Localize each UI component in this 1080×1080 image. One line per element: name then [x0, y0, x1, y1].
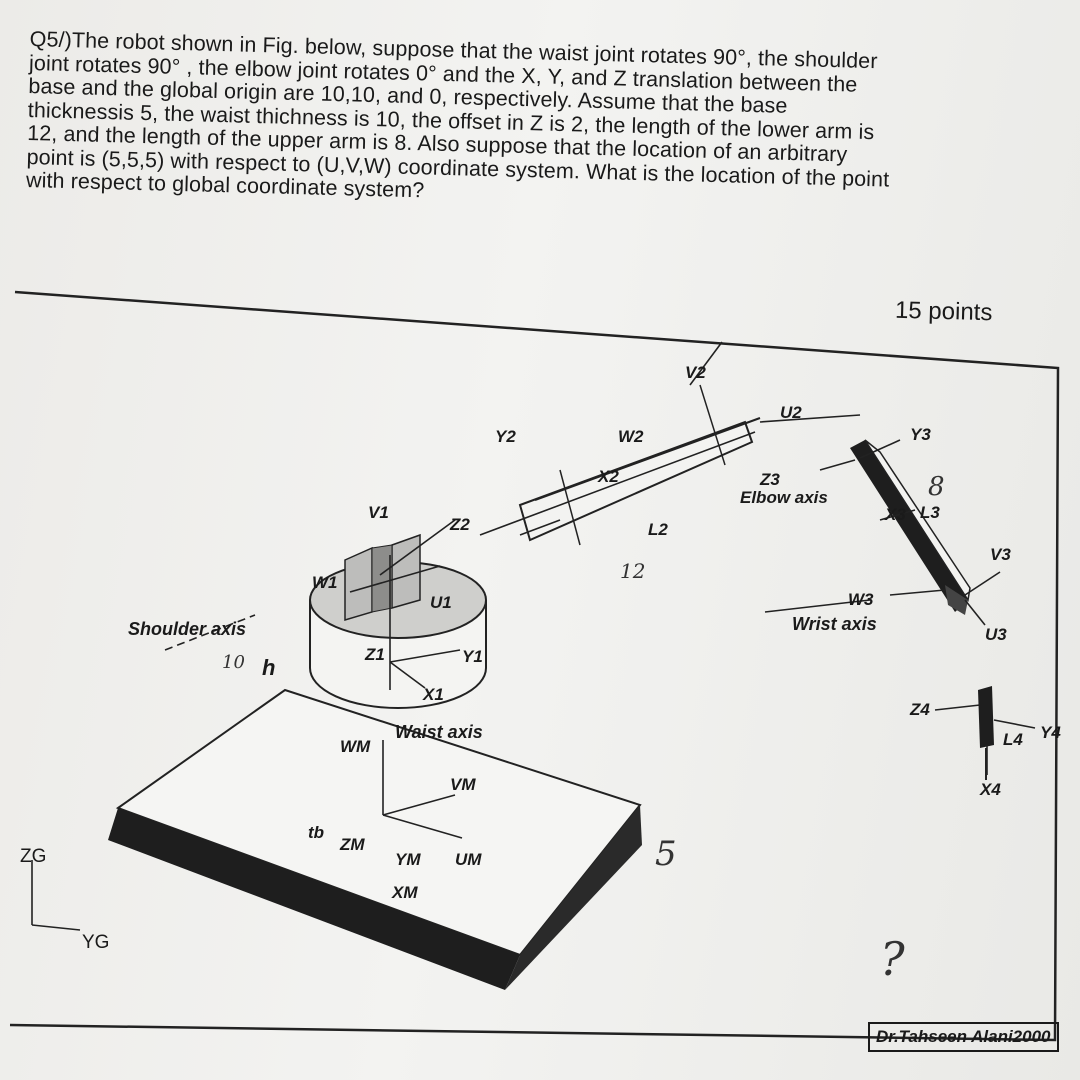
label-vm: VM: [450, 775, 476, 794]
label-um: UM: [455, 850, 482, 869]
label-v3: V3: [990, 545, 1011, 564]
axis-lines: [31, 341, 1036, 931]
handwritten-l2-note: 12: [620, 559, 645, 583]
label-y3: Y3: [910, 425, 931, 444]
label-l2: L2: [648, 520, 668, 539]
label-zm: ZM: [339, 835, 365, 854]
lower-arm: [518, 384, 761, 546]
label-zg: ZG: [20, 846, 46, 867]
label-wrist-axis: Wrist axis: [792, 614, 877, 634]
label-elbow-axis: Elbow axis: [740, 488, 828, 507]
label-xm: XM: [391, 883, 418, 902]
label-y4: Y4: [1040, 723, 1061, 742]
label-shoulder-axis: Shoulder axis: [128, 619, 246, 639]
label-yg: YG: [82, 932, 109, 953]
label-h: h: [262, 655, 275, 680]
label-w1: W1: [312, 573, 338, 592]
handwritten-question-mark: ?: [880, 932, 905, 986]
label-z1: Z1: [364, 645, 385, 664]
label-y1: Y1: [462, 647, 483, 666]
label-l3: L3: [920, 503, 940, 522]
author-credit: Dr.Tahseen Alani2000: [868, 1022, 1059, 1052]
label-waist-axis: Waist axis: [395, 722, 483, 742]
label-tb: tb: [308, 823, 324, 842]
label-u2: U2: [780, 403, 802, 422]
label-x4: X4: [979, 780, 1001, 799]
label-v2: V2: [685, 363, 706, 382]
label-x1: X1: [422, 685, 444, 704]
label-ym: YM: [395, 850, 421, 869]
label-u1: U1: [430, 593, 452, 612]
label-x2: X2: [597, 467, 619, 486]
label-w2: W2: [618, 427, 644, 446]
label-u3: U3: [985, 625, 1007, 644]
base-plate: [108, 688, 642, 990]
label-z2: Z2: [449, 515, 470, 534]
handwritten-l3-note: 8: [928, 472, 945, 502]
handwritten-tb-note: 5: [655, 834, 677, 874]
label-z3: Z3: [759, 470, 780, 489]
label-x3: X3: [884, 505, 906, 524]
figure-frame: [9, 290, 1060, 1042]
label-w3: W3: [848, 590, 874, 609]
end-effector: [978, 686, 994, 780]
handwritten-h-note: 10: [222, 652, 245, 673]
label-wm: WM: [340, 737, 371, 756]
label-l4: L4: [1003, 730, 1023, 749]
label-y2: Y2: [495, 427, 516, 446]
upper-arm: [850, 439, 971, 615]
label-z4: Z4: [909, 700, 930, 719]
label-v1: V1: [368, 503, 389, 522]
